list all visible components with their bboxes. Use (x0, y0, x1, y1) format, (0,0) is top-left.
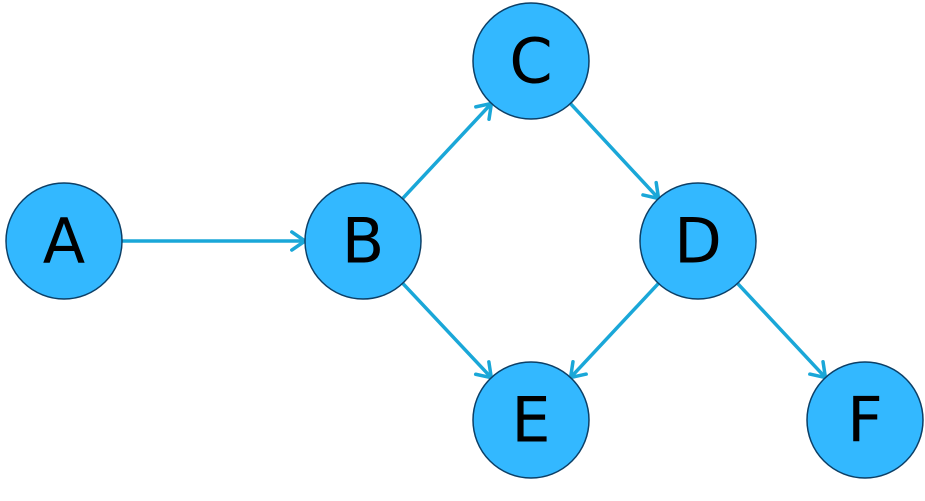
node-C: C (472, 2, 590, 120)
node-B: B (304, 182, 422, 300)
node-circle (472, 2, 590, 120)
node-label: B (342, 205, 385, 278)
edge-C-D (568, 101, 661, 201)
node-circle (304, 182, 422, 300)
edge-B-C (400, 101, 494, 201)
node-label: D (674, 205, 722, 278)
edge-A-B (120, 230, 307, 252)
edges-layer (120, 101, 828, 380)
edge-B-E (400, 281, 494, 380)
node-label: E (511, 384, 550, 457)
node-circle (5, 182, 123, 300)
edge-line (400, 281, 494, 380)
edge-D-E (568, 281, 661, 380)
edge-line (400, 101, 494, 201)
edge-line (735, 281, 828, 380)
edge-line (568, 281, 661, 380)
node-label: C (509, 25, 552, 98)
node-label: A (43, 205, 85, 278)
node-circle (806, 361, 924, 479)
edge-D-F (735, 281, 828, 380)
node-A: A (5, 182, 123, 300)
nodes-layer: A B C D E F (5, 2, 924, 479)
edge-line (568, 101, 661, 201)
node-D: D (639, 182, 757, 300)
node-F: F (806, 361, 924, 479)
node-E: E (472, 361, 590, 479)
node-circle (639, 182, 757, 300)
node-circle (472, 361, 590, 479)
node-label: F (847, 384, 883, 457)
